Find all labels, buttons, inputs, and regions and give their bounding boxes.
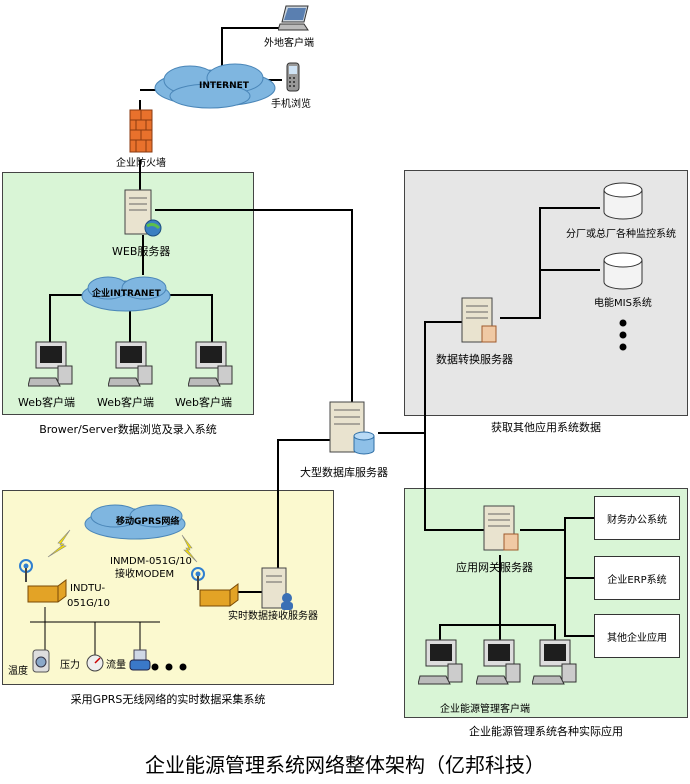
antenna-icon — [190, 566, 206, 594]
internet-cloud-icon — [150, 58, 280, 116]
laptop-icon — [277, 4, 312, 36]
web-client-pc-icon — [187, 340, 234, 394]
web-client-label: Web客户端 — [175, 396, 232, 409]
web-client-pc-icon — [27, 340, 74, 394]
receive-server-label: 实时数据接收服务器 — [228, 611, 318, 622]
mobile-browse-label: 手机浏览 — [271, 99, 311, 110]
dtu-label-line2: 051G/10 — [67, 598, 110, 609]
bs-region-caption: Brower/Server数据浏览及录入系统 — [39, 423, 217, 436]
web-client-pc-icon — [107, 340, 154, 394]
conversion-server-label: 数据转换服务器 — [436, 353, 513, 366]
conversion-server-icon — [460, 296, 502, 350]
other-region-caption: 获取其他应用系统数据 — [491, 421, 601, 434]
mis-label: 电能MIS系统 — [594, 298, 652, 309]
firewall-label: 企业防火墙 — [116, 158, 166, 169]
gprs-cloud-icon — [80, 500, 190, 548]
web-client-label: Web客户端 — [97, 396, 154, 409]
intranet-cloud-icon — [78, 272, 174, 320]
energy-client-pc-icon — [417, 638, 464, 692]
mobile-phone-icon — [284, 62, 302, 98]
modem-label-line2: 接收MODEM — [115, 569, 175, 580]
modem-label-line1: INMDM-051G/10 — [110, 556, 192, 567]
more-dots-icon — [618, 318, 628, 358]
receive-server-icon — [260, 566, 296, 616]
energy-client-label: 企业能源管理客户端 — [440, 704, 530, 715]
energy-client-pc-icon — [475, 638, 522, 692]
more-dots-icon — [150, 658, 190, 677]
firewall-icon — [128, 108, 154, 158]
app-region-caption: 企业能源管理系统各种实际应用 — [469, 725, 623, 738]
db-server-label: 大型数据库服务器 — [300, 466, 388, 479]
temperature-sensor-icon — [30, 648, 52, 678]
other-enterprise-app-box: 其他企业应用 — [594, 614, 680, 658]
flow-meter-icon — [128, 648, 152, 678]
dtu-device-icon — [26, 578, 68, 608]
database-disk-icon — [602, 252, 644, 296]
internet-label: INTERNET — [199, 81, 249, 91]
dtu-label-line1: INDTU- — [70, 583, 106, 594]
sensor-label-pressure: 压力 — [60, 660, 80, 671]
energy-client-pc-icon — [531, 638, 578, 692]
diagram-title: 企业能源管理系统网络整体架构（亿邦科技） — [145, 753, 545, 777]
intranet-label: 企业INTRANET — [92, 289, 161, 299]
web-client-label: Web客户端 — [18, 396, 75, 409]
gprs-network-label: 移动GPRS网络 — [116, 517, 180, 527]
finance-office-system-box: 财务办公系统 — [594, 496, 680, 540]
web-server-icon — [123, 188, 165, 242]
web-server-label: WEB服务器 — [112, 245, 171, 258]
branch-monitor-label: 分厂或总厂各种监控系统 — [566, 229, 676, 240]
erp-system-box: 企业ERP系统 — [594, 556, 680, 600]
modem-device-icon — [198, 582, 240, 612]
gateway-server-label: 应用网关服务器 — [456, 561, 533, 574]
sensor-label-flow: 流量 — [106, 660, 126, 671]
pressure-gauge-icon — [84, 652, 106, 678]
database-disk-icon — [602, 182, 644, 226]
db-server-icon — [328, 400, 376, 460]
antenna-icon — [18, 558, 34, 586]
sensor-label-temp: 温度 — [8, 666, 28, 677]
remote-client-label: 外地客户端 — [264, 38, 314, 49]
gateway-server-icon — [482, 504, 524, 558]
gprs-region-caption: 采用GPRS无线网络的实时数据采集系统 — [70, 693, 266, 706]
